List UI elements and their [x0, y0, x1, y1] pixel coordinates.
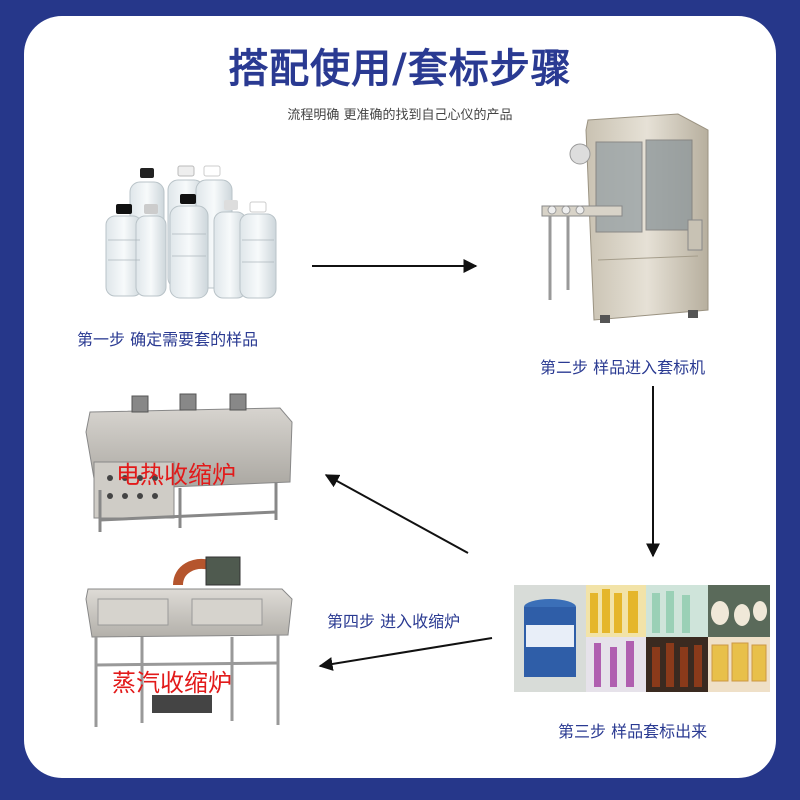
bottles-image: [105, 165, 277, 299]
bottle-front-row: [105, 194, 277, 299]
labeled-products-image: [514, 585, 770, 692]
arrow-step3-to-electric-oven: [324, 474, 469, 554]
page-subtitle: 流程明确 更准确的找到自己心仪的产品: [287, 108, 513, 123]
steam-oven-label: 蒸汽收缩炉: [112, 669, 232, 697]
step-4-label: 第四步 进入收缩炉: [327, 612, 461, 631]
step-1-label: 第一步 确定需要套的样品: [77, 330, 259, 349]
electric-shrink-oven-image: [85, 393, 293, 532]
steam-shrink-oven-image: [85, 556, 293, 727]
page-title: 搭配使用/套标步骤: [228, 46, 572, 92]
electric-oven-label: 电热收缩炉: [116, 461, 236, 489]
bottle-ribs: [108, 233, 274, 263]
sleeve-labeling-machine-image: [541, 113, 709, 323]
step-2-label: 第二步 样品进入套标机: [540, 358, 706, 377]
step-3-label: 第三步 样品套标出来: [558, 722, 708, 741]
arrow-step3-to-steam-oven: [318, 637, 493, 671]
